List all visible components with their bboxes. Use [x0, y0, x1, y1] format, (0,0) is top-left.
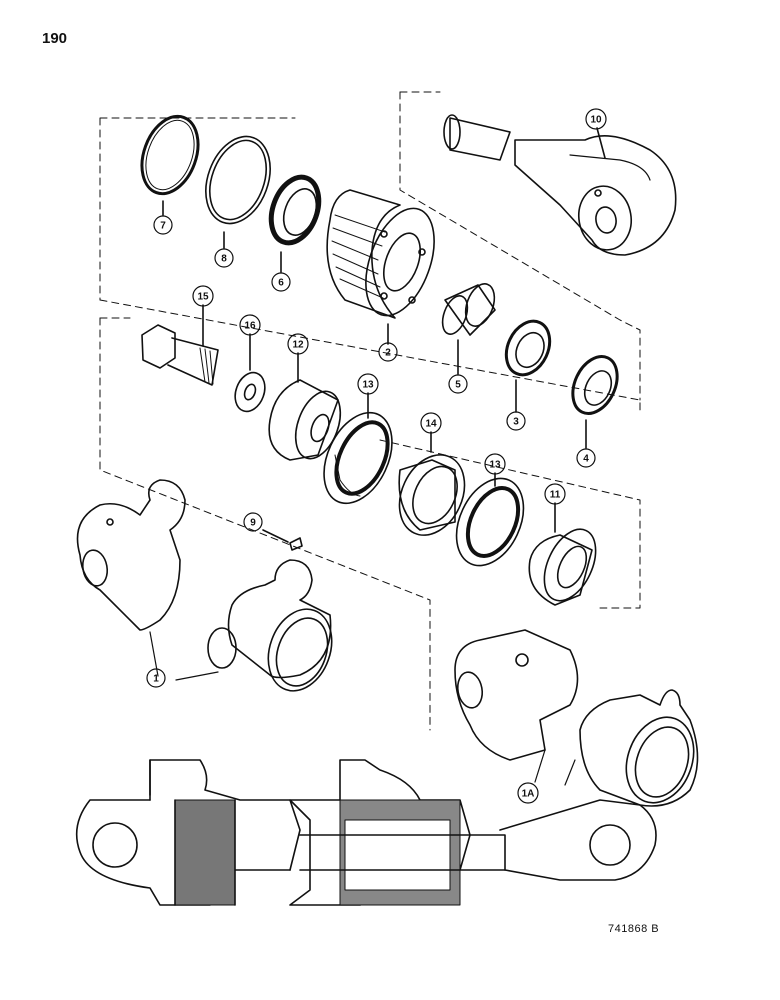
group-outline-middle [99, 317, 641, 731]
callout-2: 2 [378, 342, 398, 362]
callout-label-6: 6 [278, 278, 284, 289]
callout-label-11: 11 [550, 490, 561, 501]
part-4-seal [571, 355, 619, 449]
part-5-bushing [441, 283, 496, 375]
group-outline-top [99, 91, 641, 411]
callout-label-1a: 1A [522, 789, 535, 800]
callout-label-16: 16 [244, 321, 256, 332]
callout-label-12: 12 [292, 340, 304, 351]
callout-label-8: 8 [221, 254, 227, 265]
callout-13b: 13 [484, 453, 506, 475]
callout-11: 11 [544, 483, 566, 505]
part-10-piston-rod [443, 114, 677, 256]
part-11-ring [528, 502, 597, 606]
callout-12: 12 [287, 333, 309, 355]
part-9-grease-fitting [262, 529, 303, 551]
callout-4: 4 [576, 448, 596, 468]
callout-15: 15 [192, 285, 214, 307]
part-1-tube [76, 479, 333, 692]
callouts: 1 1A 2 3 4 5 6 7 8 9 10 11 12 13 13 14 1… [146, 108, 607, 804]
callout-label-3: 3 [513, 417, 519, 428]
callout-label-7: 7 [160, 221, 166, 232]
part-1a-tube [454, 629, 699, 807]
callout-16: 16 [239, 314, 261, 336]
callout-label-14: 14 [425, 419, 437, 430]
callout-14: 14 [420, 412, 442, 434]
part-12-piston-nut [268, 352, 342, 461]
part-7-snap-ring [140, 114, 200, 216]
callout-label-5: 5 [455, 380, 461, 391]
callout-label-13a: 13 [362, 380, 374, 391]
callout-7: 7 [153, 215, 173, 235]
callout-10: 10 [585, 108, 607, 130]
page-number: 190 [42, 30, 68, 47]
part-13-piston-seal-b [455, 472, 525, 567]
callout-label-4: 4 [583, 454, 589, 465]
callout-label-10: 10 [590, 115, 602, 126]
part-16-washer [234, 333, 266, 413]
part-6-seal [268, 174, 322, 273]
callout-1: 1 [146, 668, 166, 688]
callout-label-13b: 13 [489, 460, 501, 471]
callout-3: 3 [506, 411, 526, 431]
part-2-gland [326, 189, 435, 345]
part-8-backup-ring [205, 135, 271, 249]
callout-9: 9 [243, 512, 263, 532]
callout-label-1: 1 [153, 674, 159, 685]
callout-1a: 1A [517, 782, 539, 804]
part-15-bolt [141, 304, 219, 386]
callout-8: 8 [214, 248, 234, 268]
callout-13a: 13 [357, 373, 379, 395]
callout-label-9: 9 [250, 518, 256, 529]
part-13-piston-seal-a [323, 392, 393, 505]
part-14-piston [398, 431, 466, 536]
part-3-seal [504, 319, 552, 413]
callout-label-2: 2 [385, 348, 391, 359]
callout-label-15: 15 [197, 292, 209, 303]
figure-code: 741868 B [608, 923, 660, 935]
assembled-cylinder [75, 759, 657, 906]
callout-6: 6 [271, 272, 291, 292]
callout-5: 5 [448, 374, 468, 394]
